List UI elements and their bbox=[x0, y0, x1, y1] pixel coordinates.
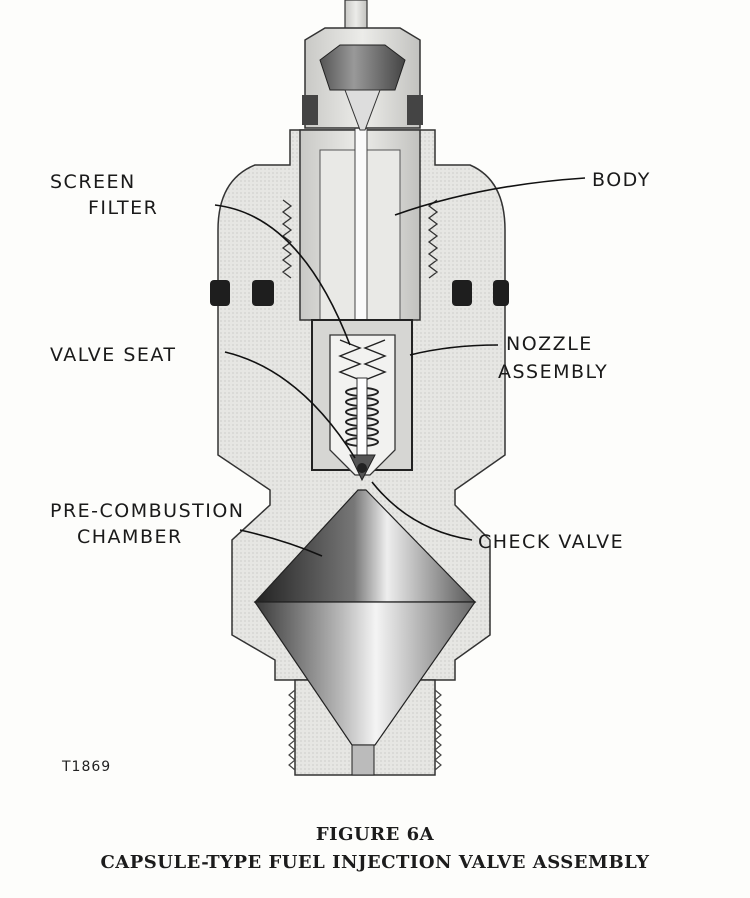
label-pre-combustion-line1: PRE-COMBUSTION bbox=[50, 500, 245, 522]
label-nozzle-assembly-line1: NOZZLE bbox=[506, 333, 593, 355]
figure-number: FIGURE 6A bbox=[316, 824, 435, 845]
body bbox=[281, 119, 439, 326]
nozzle-assembly bbox=[311, 319, 413, 482]
leader-lines bbox=[214, 177, 586, 557]
inlet-fitting bbox=[302, 0, 423, 131]
label-body: BODY bbox=[592, 169, 651, 191]
label-screen-filter-line1: SCREEN bbox=[50, 171, 136, 193]
label-check-valve: CHECK VALVE bbox=[478, 531, 624, 553]
label-screen-filter-line2: FILTER bbox=[88, 197, 158, 219]
label-nozzle-assembly-line2: ASSEMBLY bbox=[498, 361, 608, 383]
pre-combustion-chamber bbox=[253, 489, 477, 776]
label-valve-seat: VALVE SEAT bbox=[50, 344, 177, 366]
check-valve bbox=[357, 463, 367, 473]
screen-filter bbox=[338, 339, 387, 381]
figure-title: CAPSULE-TYPE FUEL INJECTION VALVE ASSEMB… bbox=[100, 852, 650, 873]
label-pre-combustion-line2: CHAMBER bbox=[77, 526, 183, 548]
o-rings bbox=[210, 280, 509, 306]
drawing-number: T1869 bbox=[61, 759, 111, 775]
